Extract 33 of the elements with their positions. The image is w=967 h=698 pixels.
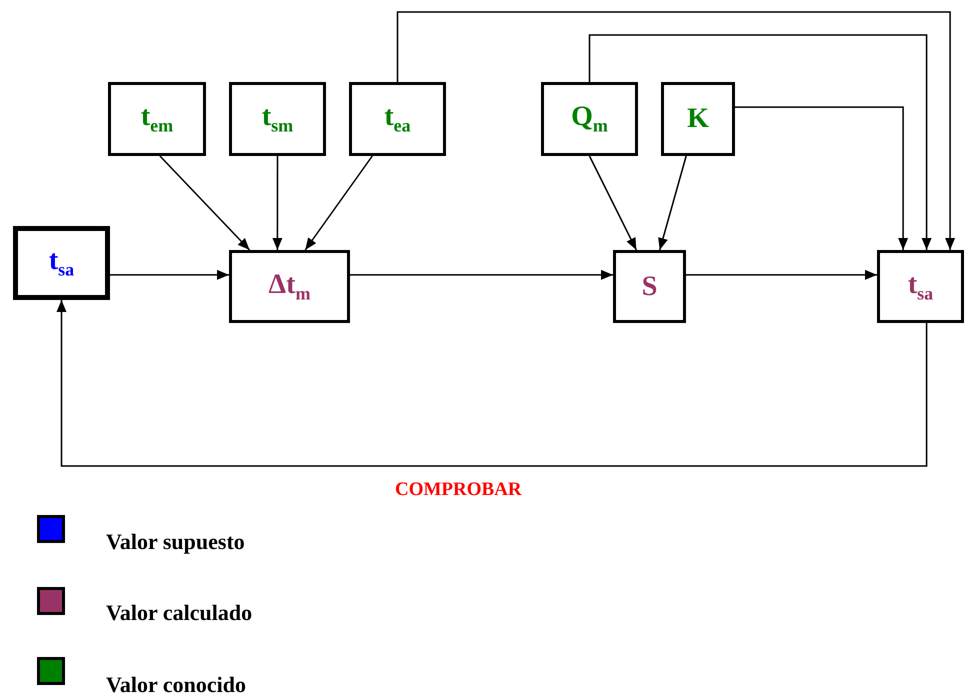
variable-symbol: t$_{sa}$ bbox=[48, 245, 74, 281]
variable-box bbox=[229, 250, 350, 323]
arrow bbox=[304, 156, 373, 250]
variable-symbol: t$_{sa}$ bbox=[908, 268, 934, 304]
arrow bbox=[272, 156, 282, 250]
arrow bbox=[588, 156, 638, 250]
variable-symbol: Δt$_{m}$ bbox=[268, 268, 310, 304]
legend-label: Valor calculado bbox=[106, 600, 252, 626]
variable-box bbox=[877, 250, 964, 323]
variable-symbol: K bbox=[687, 103, 709, 135]
variable-symbol: t$_{sm}$ bbox=[262, 101, 294, 137]
variable-box bbox=[661, 82, 735, 156]
variable-box bbox=[613, 250, 686, 323]
arrow bbox=[588, 34, 932, 250]
variable-symbol: t$_{ea}$ bbox=[384, 101, 411, 137]
arrow bbox=[686, 270, 877, 280]
arrow bbox=[159, 155, 250, 251]
variable-symbol: S bbox=[642, 270, 658, 302]
arrow bbox=[56, 300, 928, 467]
variable-box bbox=[13, 226, 110, 300]
arrow bbox=[735, 106, 908, 250]
arrow bbox=[396, 11, 956, 250]
variable-box bbox=[349, 82, 446, 156]
arrow bbox=[110, 270, 229, 280]
legend-label: Valor supuesto bbox=[106, 529, 245, 555]
variable-box bbox=[108, 82, 206, 156]
legend-label: Valor conocido bbox=[106, 672, 246, 698]
variable-symbol: t$_{em}$ bbox=[140, 101, 174, 137]
arrow bbox=[350, 270, 613, 280]
variable-box bbox=[229, 82, 326, 156]
arrow bbox=[658, 156, 687, 250]
variable-box bbox=[541, 82, 638, 156]
variable-symbol: Q$_{m}$ bbox=[571, 101, 608, 137]
